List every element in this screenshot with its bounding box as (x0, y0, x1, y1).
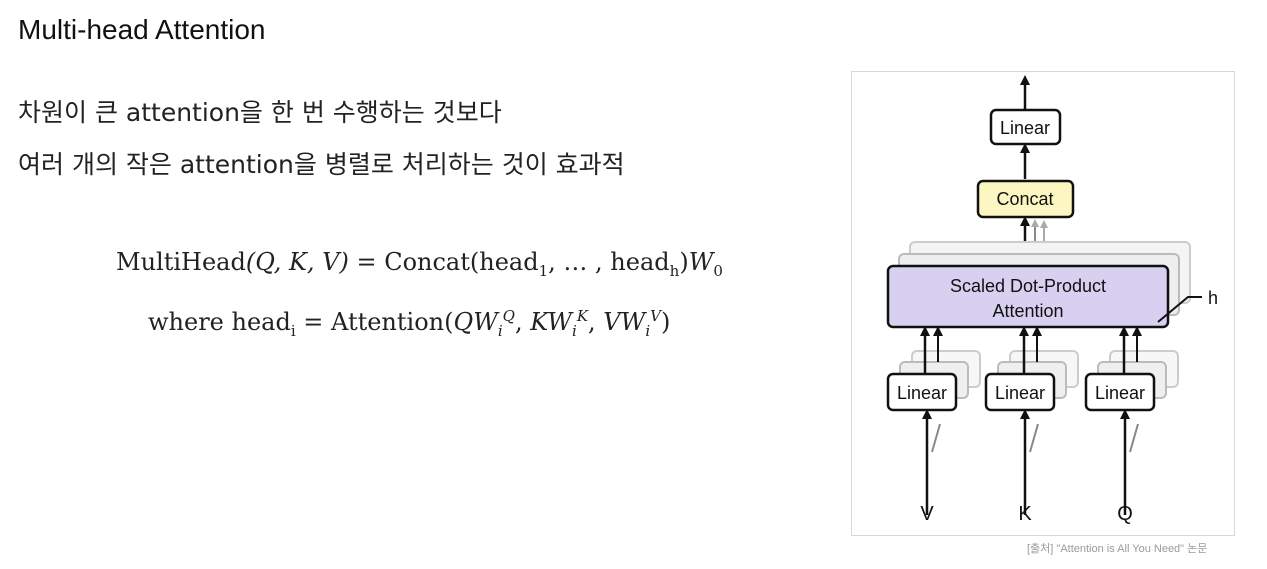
description-line-2: 여러 개의 작은 attention을 병렬로 처리하는 것이 효과적 (18, 150, 625, 179)
equation-multihead: MultiHead(Q, K, V) = Concat(head1, … , h… (116, 248, 723, 280)
attention-label-line1: Scaled Dot-Product (950, 276, 1106, 296)
head-count-label: h (1208, 288, 1218, 308)
linear-k-group: Linear (984, 326, 1079, 515)
top-linear-label: Linear (1000, 118, 1050, 138)
attention-label-line2: Attention (992, 301, 1063, 321)
slide-title: Multi-head Attention (18, 14, 266, 45)
linear-q-group: Linear (1084, 326, 1179, 515)
description-line-1: 차원이 큰 attention을 한 번 수행하는 것보다 (18, 98, 502, 127)
equation-head: where headi = Attention(QWiQ, KWiK, VWiV… (148, 307, 671, 340)
input-q-label: Q (1117, 503, 1133, 525)
linear-v-group: Linear (886, 326, 981, 515)
linear-v-label: Linear (897, 383, 947, 403)
linear-k-label: Linear (995, 383, 1045, 403)
linear-q-label: Linear (1095, 383, 1145, 403)
input-v-label: V (920, 503, 934, 525)
multihead-attention-diagram: Linear Concat Scaled Dot-Product Attenti… (886, 75, 1218, 525)
input-k-label: K (1018, 503, 1032, 525)
source-caption: [출처] "Attention is All You Need" 논문 (1027, 543, 1208, 555)
concat-label: Concat (996, 189, 1053, 209)
head-count-bracket (1157, 296, 1202, 323)
diagram-frame: Linear Concat Scaled Dot-Product Attenti… (851, 71, 1235, 536)
